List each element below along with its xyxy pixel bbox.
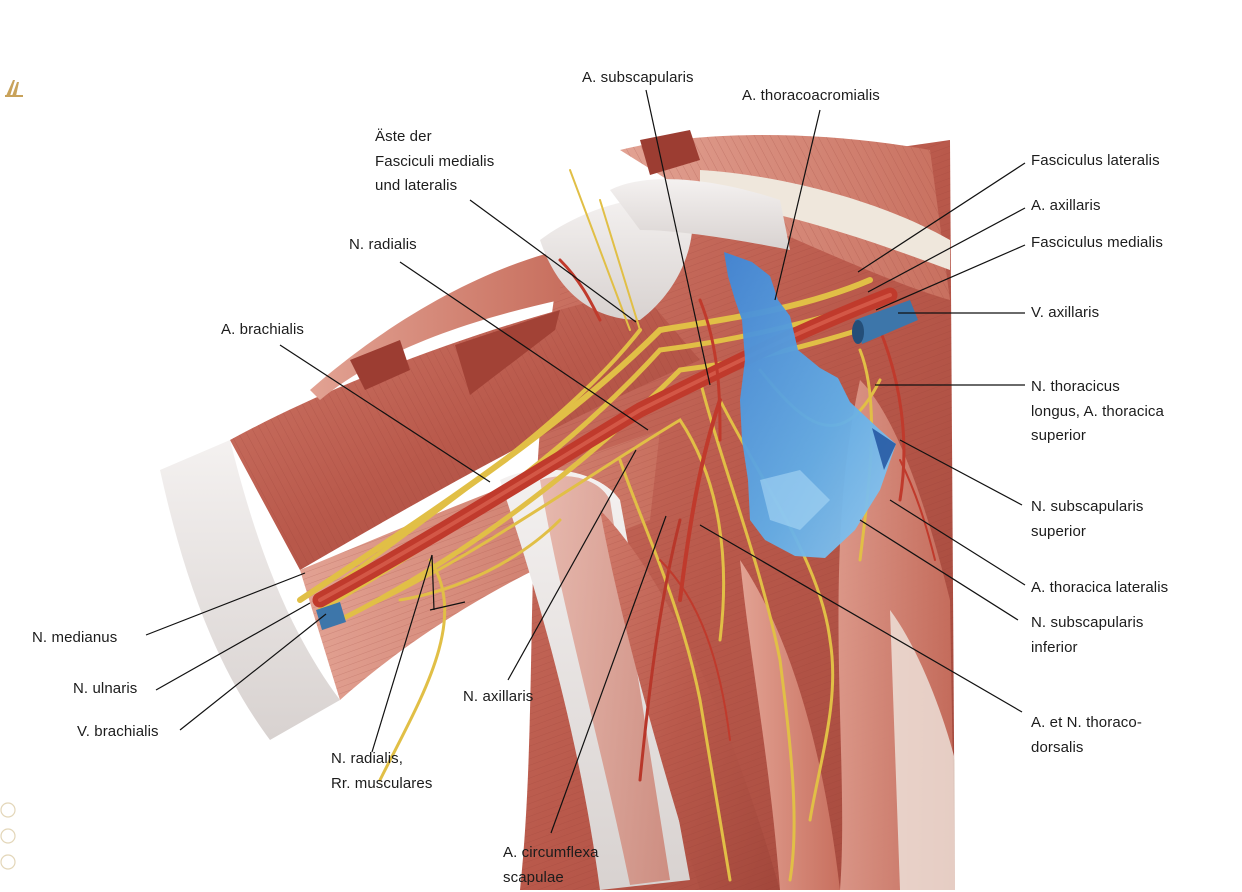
- publisher-logo-icon: [5, 80, 23, 97]
- label-v-brachialis: V. brachialis: [77, 723, 159, 740]
- label-n-subscapularis-superior: N. subscapularis superior: [1031, 498, 1144, 540]
- label-v-axillaris: V. axillaris: [1031, 304, 1100, 321]
- label-n-thoracicus-longus: N. thoracicus longus, A. thoracica super…: [1031, 378, 1164, 444]
- label-a-circumflexa-scapulae: A. circumflexa scapulae: [503, 844, 599, 886]
- vein-layer: [316, 300, 918, 630]
- label-a-thoracoacromialis: A. thoracoacromialis: [742, 87, 880, 104]
- label-fasciculus-lateralis: Fasciculus lateralis: [1031, 152, 1160, 169]
- label-n-medianus: N. medianus: [32, 629, 118, 646]
- label-n-subscapularis-inferior: N. subscapularis inferior: [1031, 614, 1144, 656]
- watermark-stamp-icon: [0, 802, 16, 870]
- label-a-thoracica-lateralis: A. thoracica lateralis: [1031, 579, 1169, 596]
- label-aeste-fasciculi: Äste der Fasciculi medialis und laterali…: [375, 128, 495, 194]
- label-a-axillaris: A. axillaris: [1031, 197, 1101, 214]
- artery-layer: [312, 258, 936, 782]
- label-n-ulnaris: N. ulnaris: [73, 680, 138, 697]
- leader-lines: [145, 89, 1026, 834]
- label-n-axillaris: N. axillaris: [463, 688, 534, 705]
- label-a-et-n-thoracodorsalis: A. et N. thoraco- dorsalis: [1031, 714, 1142, 756]
- label-a-subscapularis: A. subscapularis: [582, 69, 694, 86]
- label-a-brachialis: A. brachialis: [221, 321, 305, 338]
- label-n-radialis: N. radialis: [349, 236, 417, 253]
- label-n-radialis-rr-musculares: N. radialis, Rr. musculares: [331, 750, 433, 792]
- label-fasciculus-medialis: Fasciculus medialis: [1031, 234, 1163, 251]
